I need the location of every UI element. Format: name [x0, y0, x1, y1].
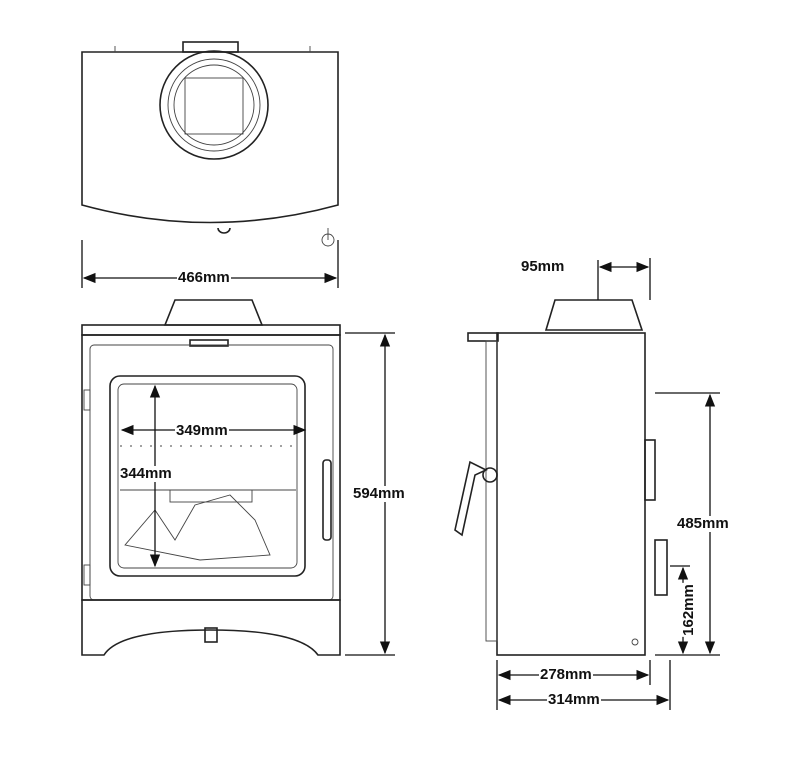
top-view [81, 41, 339, 247]
label-depth-body: 278mm [539, 666, 593, 683]
label-glass-height: 344mm [119, 465, 173, 482]
side-view [454, 299, 668, 656]
label-glass-width: 349mm [175, 422, 229, 439]
label-flue-height: 485mm [676, 515, 730, 532]
label-inlet-height: 162mm [679, 583, 697, 637]
label-depth-total: 314mm [547, 691, 601, 708]
label-total-height: 594mm [352, 485, 406, 502]
label-flue-offset: 95mm [520, 258, 566, 275]
label-top-width: 466mm [177, 269, 231, 286]
front-view [81, 299, 341, 656]
